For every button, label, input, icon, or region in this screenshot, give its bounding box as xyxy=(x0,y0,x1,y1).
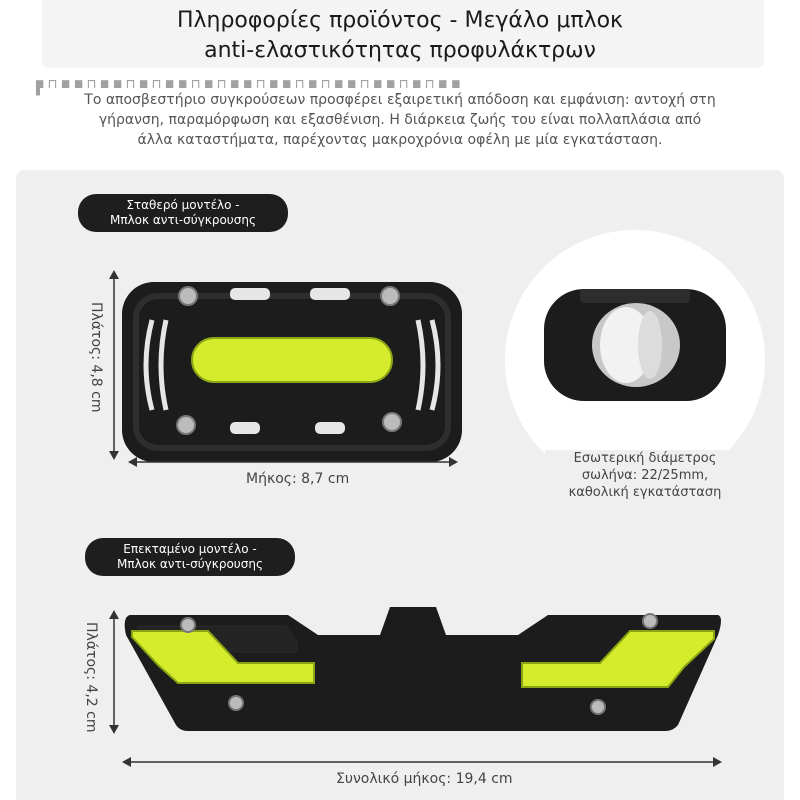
tube-end-view-image xyxy=(544,289,726,401)
extended-model-pill: Επεκταμένο μοντέλο - Μπλοκ αντι-σύγκρουσ… xyxy=(85,538,295,576)
description-line-2: γήρανση, παραμόρφωση και εξασθένιση. Η δ… xyxy=(98,112,702,128)
standard-width-label: Πλάτος: 4,8 cm xyxy=(88,302,104,413)
inner-caption-line-1: Εσωτερική διάμετρος xyxy=(573,451,717,466)
extended-width-dimension-line xyxy=(109,610,119,734)
standard-length-dimension-line xyxy=(128,457,458,467)
description-line-3: άλλα καταστήματα, παρέχοντας μακροχρόνια… xyxy=(137,132,663,148)
inner-caption-line-2: σωλήνα: 22/25mm, xyxy=(581,468,709,483)
extended-width-label: Πλάτος: 4,2 cm xyxy=(83,622,99,733)
standard-pill-line-1: Σταθερό μοντέλο - xyxy=(126,198,240,212)
standard-pill-line-2: Μπλοκ αντι-σύγκρουσης xyxy=(109,213,256,227)
standard-reflector-strip xyxy=(191,337,393,383)
extended-right-reflector xyxy=(521,630,715,688)
title-line-2: anti-ελαστικότητας προφυλάκτρων xyxy=(204,38,596,63)
inner-caption-line-3: καθολική εγκατάσταση xyxy=(568,485,722,500)
extended-pill-line-1: Επεκταμένο μοντέλο - xyxy=(123,542,257,556)
standard-model-pill: Σταθερό μοντέλο - Μπλοκ αντι-σύγκρουσης xyxy=(78,194,288,232)
extended-left-reflector xyxy=(131,630,315,684)
extended-length-dimension-line xyxy=(122,757,722,767)
title-line-1: Πληροφορίες προϊόντος - Μεγάλο μπλοκ xyxy=(176,8,624,33)
product-description: Το αποσβεστήριο συγκρούσεων προσφέρει εξ… xyxy=(40,88,760,150)
page-title: Πληροφορίες προϊόντος - Μεγάλο μπλοκ ant… xyxy=(0,6,800,66)
extended-pill-line-2: Μπλοκ αντι-σύγκρουσης xyxy=(116,557,263,571)
extended-length-label: Συνολικό μήκος: 19,4 cm xyxy=(336,771,513,787)
standard-width-dimension-line xyxy=(109,270,119,460)
standard-bumper-block-image xyxy=(122,282,462,462)
extended-bumper-block-image xyxy=(124,607,721,731)
standard-length-label: Μήκος: 8,7 cm xyxy=(246,471,350,487)
title-banner xyxy=(42,0,764,68)
inner-diameter-caption: Εσωτερική διάμετρος σωλήνα: 22/25mm, καθ… xyxy=(545,450,745,501)
description-line-1: Το αποσβεστήριο συγκρούσεων προσφέρει εξ… xyxy=(84,92,716,108)
